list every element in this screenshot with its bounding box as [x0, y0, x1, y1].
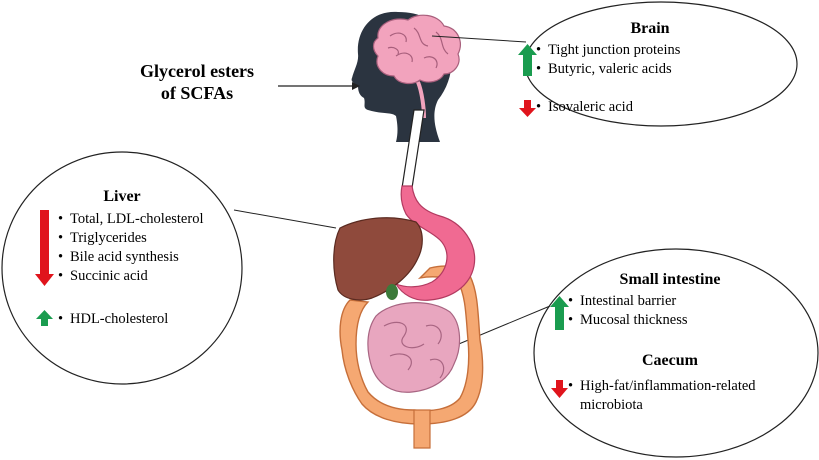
title-line-2: of SCFAs [112, 82, 282, 104]
liver-connector [234, 210, 336, 228]
small-intestine-up-list: •Intestinal barrier •Mucosal thickness [568, 292, 688, 330]
list-item: •Bile acid synthesis [58, 248, 203, 267]
brain-down-list: •Isovaleric acid [536, 98, 633, 117]
title-line-1: Glycerol esters [112, 60, 282, 82]
list-item: •Isovaleric acid [536, 98, 633, 117]
list-item: •Tight junction proteins [536, 41, 680, 60]
brain-up-arrow-icon [518, 44, 537, 76]
list-item: •Total, LDL-cholesterol [58, 210, 203, 229]
brain-down-arrow-icon [519, 100, 536, 117]
caecum-down-list: •High-fat/inflammation-related microbiot… [568, 377, 756, 415]
brain-shape [374, 15, 461, 83]
brain-up-list: •Tight junction proteins •Butyric, valer… [536, 41, 680, 79]
liver-down-list: •Total, LDL-cholesterol •Triglycerides •… [58, 210, 203, 286]
liver-heading: Liver [82, 188, 162, 206]
caecum-heading: Caecum [620, 352, 720, 370]
liver-up-arrow-icon [36, 310, 53, 326]
rectum [414, 410, 430, 448]
small-intestine-heading: Small intestine [600, 271, 740, 289]
gallbladder [386, 284, 398, 300]
list-item: •Intestinal barrier [568, 292, 688, 311]
list-item: •Triglycerides [58, 229, 203, 248]
brain-heading: Brain [600, 20, 700, 38]
liver-up-list: •HDL-cholesterol [58, 310, 168, 329]
caecum-down-arrow-icon [551, 380, 568, 398]
list-item: •Butyric, valeric acids [536, 60, 680, 79]
list-item: •HDL-cholesterol [58, 310, 168, 329]
list-item: microbiota [568, 396, 756, 415]
diagram-title: Glycerol esters of SCFAs [112, 60, 282, 104]
list-item: •High-fat/inflammation-related [568, 377, 756, 396]
list-item: •Mucosal thickness [568, 311, 688, 330]
list-item: •Succinic acid [58, 267, 203, 286]
liver-down-arrow-icon [35, 210, 54, 286]
